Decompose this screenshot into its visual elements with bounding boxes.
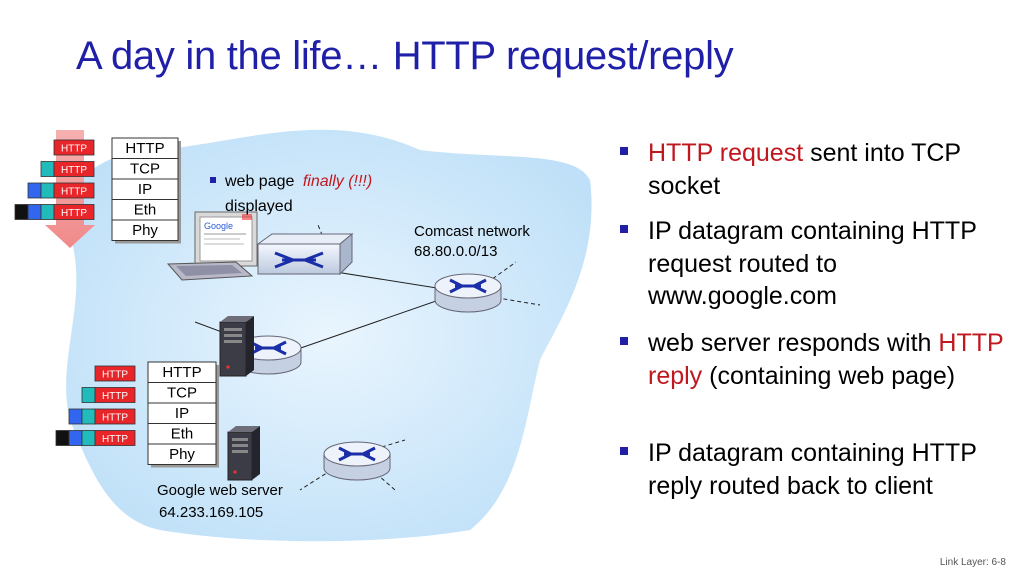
stack-layer-label: IP (175, 405, 189, 422)
packet-header (55, 430, 70, 446)
packet-header (27, 204, 42, 220)
packet-label: HTTP (102, 370, 128, 381)
note-label-line2: displayed (225, 198, 293, 215)
packet-label: HTTP (61, 144, 87, 155)
router-client-side (256, 232, 354, 276)
packet-header (81, 430, 96, 446)
packet-header (81, 387, 96, 403)
laptop-icon: Google (166, 211, 258, 281)
packet-label: HTTP (102, 391, 128, 402)
stack-layer-label: Eth (171, 426, 194, 443)
stack-layer-label: Phy (169, 446, 195, 463)
packet-header (27, 182, 42, 199)
packet-label: HTTP (61, 208, 87, 219)
note-label: web page finally (!!!) (224, 173, 372, 190)
packet-header (81, 408, 96, 425)
packet-label: HTTP (102, 413, 128, 424)
stack-layer-label: HTTP (125, 140, 164, 157)
stack-layer-box (147, 443, 217, 465)
stack-layer-label: TCP (167, 385, 197, 402)
note-bullet (210, 177, 216, 183)
stack-layer-label: HTTP (162, 364, 201, 381)
stack-layer-box (111, 219, 179, 241)
bullet-square-icon (620, 447, 628, 455)
stack-layer-label: TCP (130, 161, 160, 178)
packet-payload (53, 161, 95, 177)
packet-payload (53, 204, 95, 220)
packet-header (40, 204, 55, 220)
comcast-network-label: Comcast network (414, 223, 530, 240)
comcast-prefix-label: 68.80.0.0/13 (414, 243, 497, 260)
packet-payload (94, 430, 136, 446)
packet-label: HTTP (61, 187, 87, 198)
server-packets: HTTP HTTP HTTP HTTP (55, 365, 136, 446)
screen-logo: Google (204, 221, 233, 231)
google-server-label: Google web server (157, 482, 283, 499)
stack-layer-label: Phy (132, 222, 158, 239)
google-ip-label: 64.233.169.105 (159, 504, 263, 521)
stack-layer-label: Eth (134, 202, 157, 219)
packet-header (14, 204, 29, 220)
packet-header (40, 161, 55, 177)
client-packets: HTTP HTTP HTTP HTTP (14, 139, 95, 220)
packet-payload (94, 408, 136, 425)
packet-payload (94, 387, 136, 403)
router-google (323, 441, 391, 481)
bullet-square-icon (620, 147, 628, 155)
server-icon-mid (219, 316, 254, 377)
page-title: A day in the life… HTTP request/reply (76, 34, 734, 78)
packet-header (68, 430, 83, 446)
packet-payload (94, 365, 136, 382)
bullet-square-icon (620, 225, 628, 233)
stack-layer-label: IP (138, 181, 152, 198)
slide-footer: Link Layer: 6-8 (939, 557, 1006, 568)
packet-payload (53, 139, 95, 156)
packet-payload (53, 182, 95, 199)
packet-header (40, 182, 55, 199)
packet-label: HTTP (61, 165, 87, 176)
google-server-icon (227, 426, 260, 481)
packet-label: HTTP (102, 434, 128, 445)
router-comcast (434, 273, 502, 313)
bullet-square-icon (620, 337, 628, 345)
packet-header (68, 408, 83, 425)
